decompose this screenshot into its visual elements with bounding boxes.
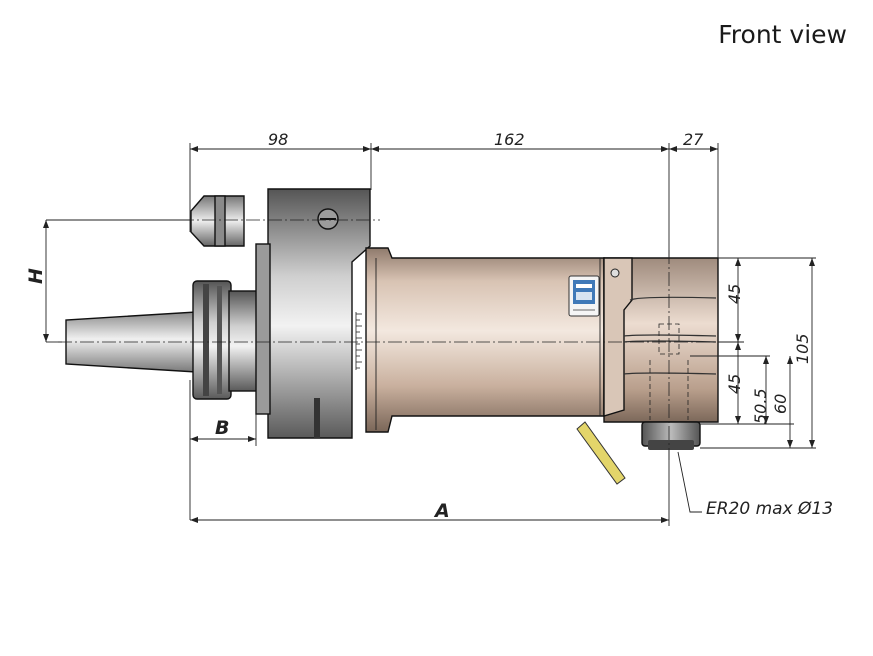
head-screw (610, 268, 620, 278)
dim-right-upper: 45 (725, 284, 744, 304)
head-shoulder (603, 257, 633, 417)
scale-graduation (355, 312, 362, 370)
collet-nut-face (648, 440, 694, 450)
clamp-body (267, 188, 371, 439)
dim-bottom-face: 60 (771, 394, 790, 414)
view-title: Front view (718, 20, 847, 49)
dim-right-lower: 45 (725, 374, 744, 394)
dim-total-height: 105 (793, 333, 812, 364)
dim-collet-center: 50.5 (751, 388, 770, 424)
dim-top-right: 27 (683, 130, 704, 149)
center-lines (58, 219, 720, 460)
head-ribs (623, 296, 717, 375)
clamp-side (255, 243, 271, 415)
dimension-lines (45, 143, 816, 526)
tool-holder (65, 188, 719, 485)
dim-flange-b: B (215, 417, 229, 439)
collet-note: ER20 max Ø13 (706, 499, 833, 519)
flange-groove-2 (217, 286, 222, 394)
adapter-collar (228, 290, 260, 392)
coolant-pipe (576, 421, 626, 485)
clamp-slot (314, 398, 320, 438)
spindle-housing (365, 247, 605, 433)
retention-flange (192, 280, 232, 400)
mg-logo-badge (568, 275, 600, 317)
dim-top-left: 98 (268, 130, 288, 149)
dimension-arrows (43, 146, 815, 523)
dim-top-middle: 162 (494, 130, 525, 149)
dim-offset-h: H (25, 268, 47, 284)
flange-groove (203, 284, 209, 396)
screw-head-icon (317, 208, 339, 230)
dim-overall-a: A (433, 500, 450, 522)
pin-collar (214, 195, 226, 247)
